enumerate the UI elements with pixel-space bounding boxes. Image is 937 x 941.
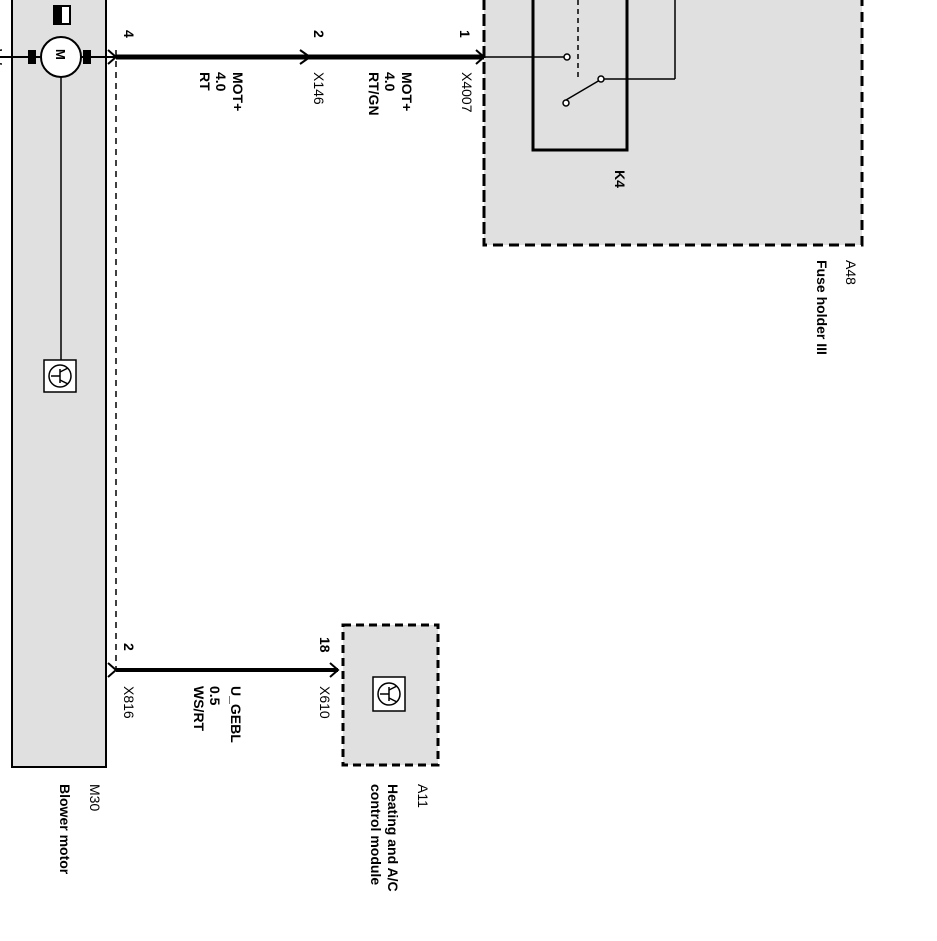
connector-x610-label: X610 [317, 686, 333, 719]
wire-ugebl-gauge: 0.5 [207, 686, 223, 706]
wire-upper-gauge: 4.0 [382, 72, 398, 92]
connector-x146-label: X146 [311, 72, 327, 105]
motor-symbol-icon [0, 36, 116, 360]
control-module-name-line1: Heating and A/C [385, 784, 401, 892]
connector-x4007-label: X4007 [459, 72, 475, 113]
motor-electronics-icon [43, 359, 77, 393]
pin-x4007-1: 1 [457, 30, 473, 38]
control-module-id: A11 [415, 784, 431, 808]
control-module-electronics-icon [372, 676, 406, 712]
wire-lower-signal: MOT+ [230, 72, 246, 112]
relay-k4-box [531, 0, 629, 152]
wire-lower-color: RT [197, 72, 213, 91]
wire-lower-gauge: 4.0 [213, 72, 229, 92]
pin-x146-2: 2 [311, 30, 327, 38]
relay-k4-label: K4 [612, 170, 628, 188]
pin-x610-18: 18 [317, 637, 333, 653]
blower-motor-name: Blower motor [57, 784, 73, 875]
fuse-holder-id: A48 [843, 260, 859, 285]
wire-upper-signal: MOT+ [399, 72, 415, 112]
wire-ugebl-color: WS/RT [191, 686, 207, 732]
wire-ugebl-signal: U_GEBL [228, 686, 244, 743]
fuse-holder-box [482, 0, 864, 247]
connector-x816-label: X816 [121, 686, 137, 719]
control-module-name-line2: control module [368, 784, 384, 886]
fuse-holder-name: Fuse holder III [814, 260, 830, 355]
wire-upper-color: RT/GN [366, 72, 382, 116]
motor-m-label: M [53, 49, 68, 60]
blower-motor-id: M30 [87, 784, 103, 812]
pin-m30-4: 4 [121, 30, 137, 38]
pin-x816-2: 2 [121, 643, 137, 651]
